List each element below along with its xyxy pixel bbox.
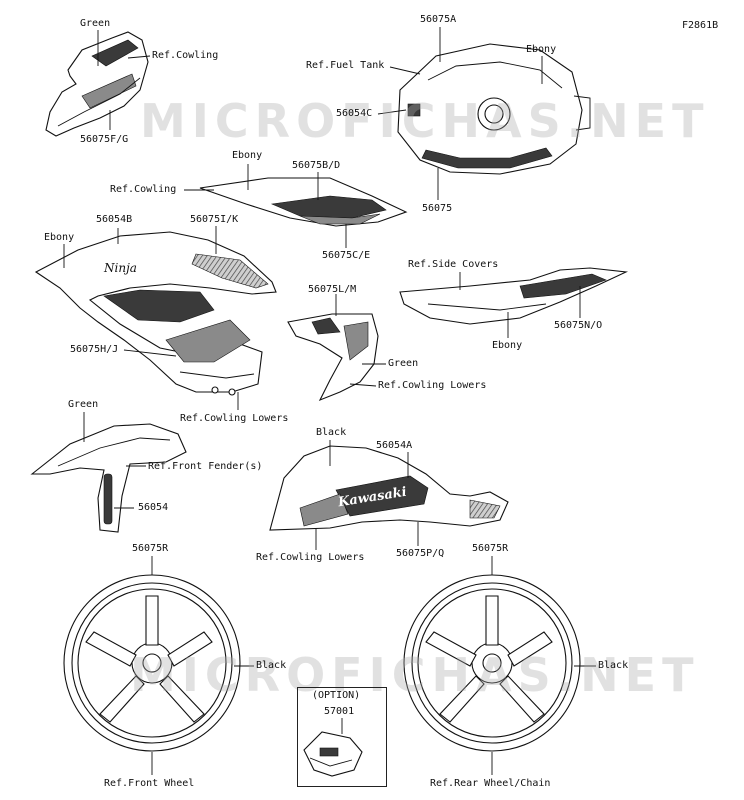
side-cover-part <box>399 267 629 325</box>
label-ref-cowling-lowers-2: Ref.Cowling Lowers <box>378 380 487 391</box>
front-wheel-part <box>63 574 241 752</box>
label-ref-cowling-mid: Ref.Cowling <box>110 184 177 195</box>
figure-code: F2861B <box>682 20 719 31</box>
label-56054a: 56054A <box>376 440 413 451</box>
label-ref-cowling-lowers-1: Ref.Cowling Lowers <box>180 413 289 424</box>
label-56075lm: 56075L/M <box>308 284 357 295</box>
leader-lines <box>63 27 596 775</box>
option-tool-part <box>303 731 363 777</box>
label-56054c: 56054C <box>336 108 373 119</box>
label-56075a: 56075A <box>420 14 457 25</box>
decal-ninja-text: Ninja <box>104 261 137 275</box>
label-ref-cowling-lowers-3: Ref.Cowling Lowers <box>256 552 365 563</box>
label-ebony-tank: Ebony <box>526 44 557 55</box>
label-option: (OPTION) <box>312 690 361 701</box>
label-green-top: Green <box>80 18 111 29</box>
label-57001: 57001 <box>324 706 355 717</box>
label-56075: 56075 <box>422 203 453 214</box>
label-56075pq: 56075P/Q <box>396 548 445 559</box>
label-56075bd: 56075B/D <box>292 160 341 171</box>
side-fairing-part <box>199 177 408 227</box>
main-cowling-part <box>34 231 277 396</box>
side-cowling-lower-part <box>287 313 379 402</box>
label-black-rear-wheel: Black <box>598 660 629 671</box>
label-56075ik: 56075I/K <box>190 214 239 225</box>
label-56075no: 56075N/O <box>554 320 603 331</box>
label-ref-front-wheel: Ref.Front Wheel <box>104 778 195 789</box>
label-56075r-front: 56075R <box>132 543 169 554</box>
label-ref-rear-wheel: Ref.Rear Wheel/Chain <box>430 778 551 789</box>
fuel-tank-part <box>397 43 591 175</box>
label-ref-front-fender: Ref.Front Fender(s) <box>148 461 263 472</box>
option-box <box>297 687 387 787</box>
label-black-lower: Black <box>316 427 347 438</box>
label-ref-fuel-tank: Ref.Fuel Tank <box>306 60 385 71</box>
label-56075ce: 56075C/E <box>322 250 371 261</box>
label-56054: 56054 <box>138 502 169 513</box>
label-ebony-mid: Ebony <box>232 150 263 161</box>
front-fender-part <box>30 423 187 533</box>
label-56075hj: 56075H/J <box>70 344 119 355</box>
label-green-fender: Green <box>68 399 99 410</box>
label-56075fg: 56075F/G <box>80 134 129 145</box>
label-ebony-left: Ebony <box>44 232 75 243</box>
label-ebony-side: Ebony <box>492 340 523 351</box>
rear-wheel-part <box>403 574 581 752</box>
label-56075r-rear: 56075R <box>472 543 509 554</box>
label-black-front-wheel: Black <box>256 660 287 671</box>
label-green-mid: Green <box>388 358 419 369</box>
lower-cowling-part <box>269 445 509 531</box>
label-ref-side-covers: Ref.Side Covers <box>408 259 499 270</box>
label-ref-cowling-top: Ref.Cowling <box>152 50 219 61</box>
upper-cowling-part <box>45 31 149 137</box>
label-56054b: 56054B <box>96 214 133 225</box>
